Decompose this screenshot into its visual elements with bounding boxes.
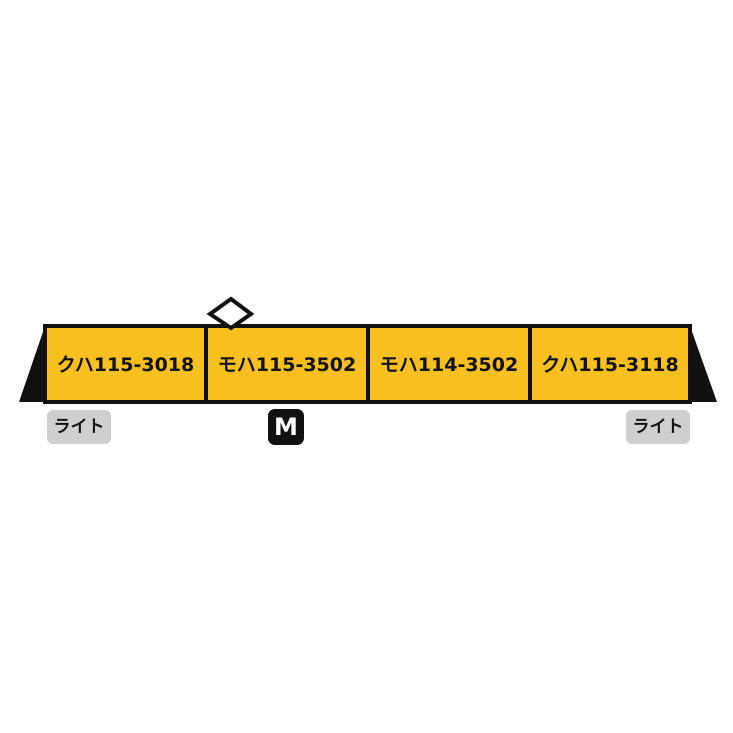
car-body-3 [366, 324, 532, 404]
left-cab-nose [19, 326, 45, 402]
car-label-1: クハ115-3018 [57, 354, 194, 376]
car-label-3: モハ114-3502 [380, 354, 518, 376]
car-body-4 [528, 324, 692, 404]
pantograph-diamond-icon [206, 296, 255, 331]
car-body-1 [43, 324, 208, 404]
car-label-2: モハ115-3502 [218, 354, 356, 376]
car-label-4: クハ115-3118 [541, 354, 678, 376]
right-cab-nose [690, 326, 717, 402]
light-badge-right: ライト [626, 410, 690, 444]
motor-badge: M [268, 409, 304, 445]
light-badge-left: ライト [47, 410, 111, 444]
car-body-2 [204, 324, 370, 404]
